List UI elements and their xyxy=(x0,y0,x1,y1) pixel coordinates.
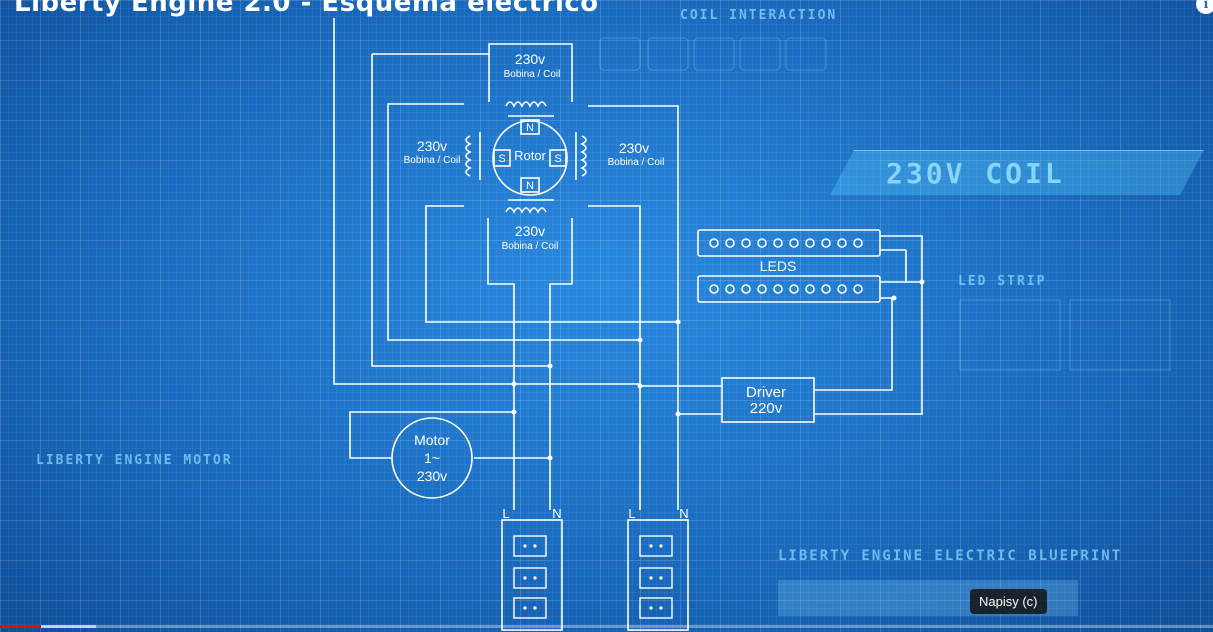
progress-played xyxy=(0,625,42,628)
driver-box xyxy=(721,377,815,423)
led-strip-bottom xyxy=(697,275,881,303)
engine-motor-label: LIBERTY ENGINE MOTOR xyxy=(36,453,233,468)
driver-label: Driver xyxy=(746,384,786,401)
motor-voltage: 230v xyxy=(417,468,447,484)
outlet-left-live: L xyxy=(502,506,509,521)
outlet-left xyxy=(501,519,563,631)
progress-buffered xyxy=(0,625,96,628)
rotor-south-left: S xyxy=(498,153,505,165)
wire-top-coil xyxy=(488,43,573,102)
coil-left-label: Bobina / Coil xyxy=(404,155,461,166)
motor-label: Motor xyxy=(414,432,450,448)
rotor-south-right: S xyxy=(554,153,561,165)
info-icon[interactable]: i xyxy=(1196,0,1213,14)
leds-label: LEDS xyxy=(760,258,797,274)
coil-230v-label: 230V COIL xyxy=(886,157,1065,190)
coil-top-voltage: 230v xyxy=(515,51,545,67)
wire-left-coil-2 xyxy=(425,205,678,323)
outlet-right xyxy=(627,519,689,631)
coil-left-voltage: 230v xyxy=(417,138,447,154)
electric-blueprint-label: LIBERTY ENGINE ELECTRIC BLUEPRINT xyxy=(778,548,1123,564)
coil-interaction-label: COIL INTERACTION xyxy=(680,8,838,23)
coil-right-label: Bobina / Coil xyxy=(608,157,665,168)
wire-outer-left-2 xyxy=(371,54,550,367)
rotor-north-bottom: N xyxy=(526,180,534,192)
captions-tooltip: Napisy (c) xyxy=(970,589,1047,614)
wire-right-coil-2 xyxy=(588,205,641,340)
wire-outer-left xyxy=(333,18,640,385)
coil-right-voltage: 230v xyxy=(619,140,649,156)
outlet-right-neutral: N xyxy=(679,506,688,521)
outlet-right-live: L xyxy=(628,506,635,521)
motor-phase: 1~ xyxy=(424,450,440,466)
progress-bar[interactable] xyxy=(0,625,1213,628)
video-title[interactable]: Liberty Engine 2.0 - Esquema eléctrico xyxy=(14,0,599,18)
wire-bottom-coil-2 xyxy=(549,218,573,510)
led-strip-top xyxy=(697,229,881,257)
wire-motor xyxy=(349,411,514,459)
coil-bottom-voltage: 230v xyxy=(515,223,545,239)
driver-voltage: 220v xyxy=(750,400,783,417)
rotor-label: Rotor xyxy=(514,148,546,163)
rotor-north-top: N xyxy=(526,122,534,134)
coil-bottom-label: Bobina / Coil xyxy=(502,241,559,252)
coil-top-label: Bobina / Coil xyxy=(504,69,561,80)
led-strip-label: LED STRIP xyxy=(958,274,1047,289)
wire-right-coil xyxy=(588,105,679,322)
wire-bottom-coil xyxy=(487,218,515,510)
motor-circle xyxy=(391,417,473,499)
outlet-left-neutral: N xyxy=(552,506,561,521)
